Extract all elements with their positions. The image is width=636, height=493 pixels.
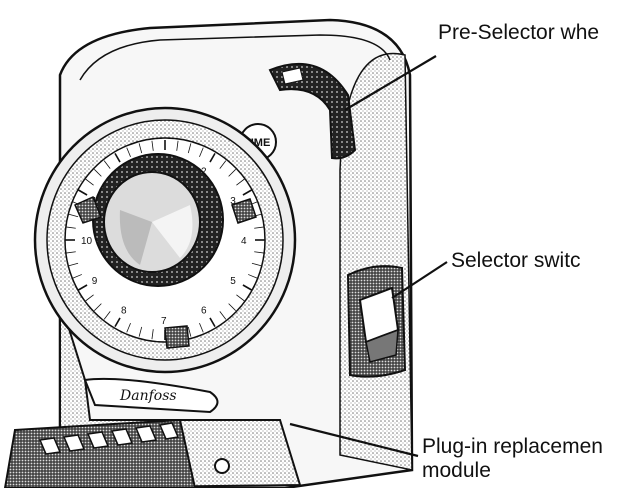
dial-tick — [114, 317, 121, 328]
connector-pins — [38, 422, 180, 455]
label-selector-switch: Selector switc — [451, 249, 581, 272]
brand-logo: Danfoss — [119, 388, 177, 404]
dial-tick — [187, 143, 192, 154]
dial-tick — [65, 251, 76, 254]
dial-tick — [126, 322, 131, 333]
tappet-bottom-icon — [164, 325, 190, 349]
dial-number: 9 — [92, 276, 98, 287]
dial-tick — [85, 294, 94, 302]
plug-in-module: Danfoss — [3, 299, 302, 490]
dial-tick — [219, 311, 227, 320]
dial-tick — [94, 303, 102, 311]
dial-number: 5 — [230, 276, 236, 287]
dial-tick — [242, 189, 253, 196]
dial-tick — [65, 226, 76, 229]
dial-tick — [138, 143, 143, 154]
dial-tick — [228, 303, 236, 311]
dial-tick — [103, 160, 111, 169]
dial-tick — [242, 284, 253, 291]
dial-tick — [68, 213, 79, 218]
dial-tick — [209, 317, 216, 328]
selector-switch-icon — [346, 265, 407, 378]
dial-tick — [94, 169, 102, 177]
tappet-right-icon — [231, 198, 257, 224]
dial-tick — [77, 189, 88, 196]
dial-assembly: 123456789101112 — [33, 106, 297, 374]
dial-tick — [151, 329, 154, 340]
dial-tick — [176, 140, 179, 151]
dial-tick — [251, 262, 262, 267]
label-plug-in-line2: module — [422, 459, 491, 482]
dial-number: 3 — [230, 196, 236, 207]
dial-tick — [228, 169, 236, 177]
dial-number: 6 — [201, 305, 207, 316]
dial-tick — [72, 274, 83, 279]
dial-tick — [219, 160, 227, 169]
dial-tick — [68, 262, 79, 267]
dial-tick — [236, 178, 245, 186]
dial-tick — [254, 251, 265, 254]
label-pre-selector: Pre-Selector whe — [438, 21, 600, 44]
dial-tick — [199, 147, 204, 158]
dial-tick — [151, 140, 154, 151]
label-plug-in-line1: Plug-in replacemen — [422, 435, 603, 458]
dial-number: 4 — [241, 236, 247, 247]
dial-tick — [77, 284, 88, 291]
dial-number: 7 — [161, 316, 167, 327]
dial-tick — [247, 274, 258, 279]
pre-selector-wheel — [268, 62, 357, 160]
dial-tick — [138, 326, 143, 337]
dial-tick — [236, 294, 245, 302]
dial-number: 8 — [121, 305, 127, 316]
dial-tick — [254, 226, 265, 229]
leader-lines — [289, 55, 448, 458]
dial-tick — [114, 152, 121, 163]
dial-number: 10 — [81, 236, 93, 247]
mounting-screw-icon — [214, 458, 230, 474]
dial-tick — [103, 311, 111, 320]
dial-tick — [209, 152, 216, 163]
tappet-left-icon — [74, 195, 102, 224]
dial-tick — [187, 326, 192, 337]
dial-tick — [199, 322, 204, 333]
dial-tick — [126, 147, 131, 158]
dial-ticks — [65, 140, 265, 340]
dial-tick — [85, 178, 94, 186]
